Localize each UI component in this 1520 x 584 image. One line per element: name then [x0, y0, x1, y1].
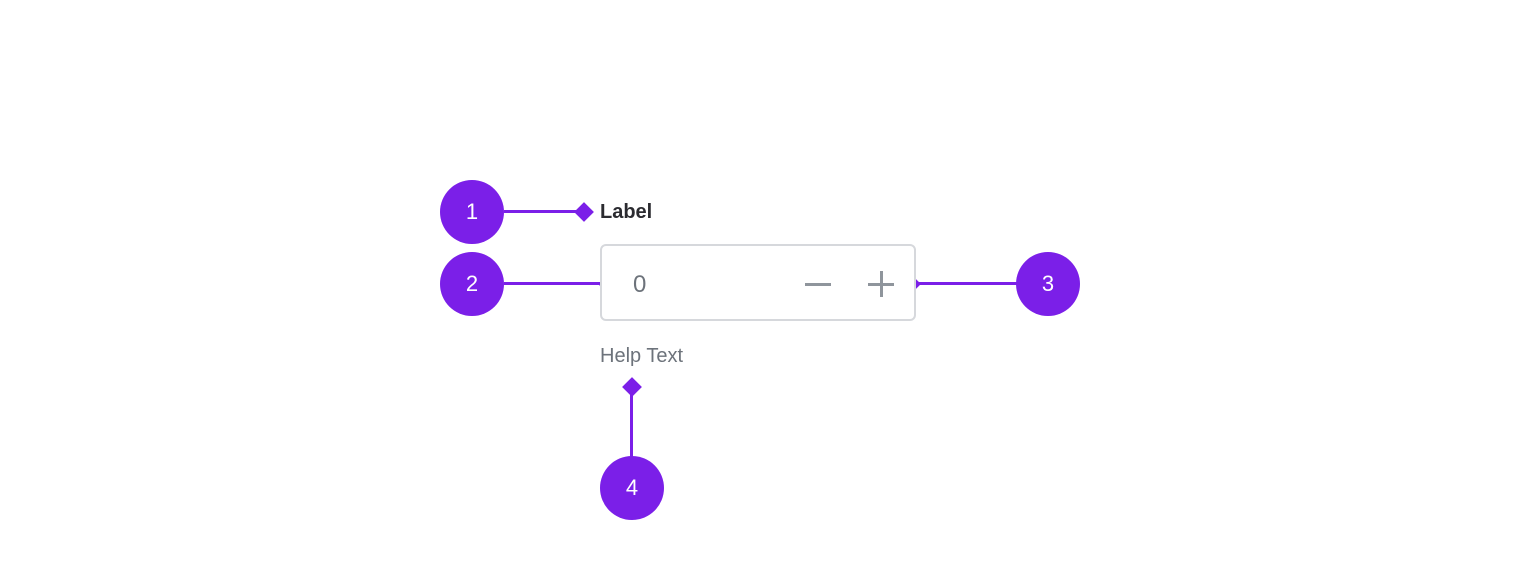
stepper-value-input[interactable] [633, 270, 773, 300]
callout-2-connector [504, 282, 608, 285]
minus-icon [805, 283, 831, 286]
help-text: Help Text [600, 345, 684, 367]
field-label: Label [600, 201, 653, 223]
callout-2-marker: 2 [440, 252, 504, 316]
callout-4-pointer [622, 377, 642, 397]
callout-4-marker: 4 [600, 456, 664, 520]
callout-3-connector [911, 282, 1017, 285]
callout-1-connector [504, 210, 584, 213]
increment-button[interactable] [861, 264, 901, 304]
callout-1-pointer [574, 202, 594, 222]
decrement-button[interactable] [798, 264, 838, 304]
callout-3-marker: 3 [1016, 252, 1080, 316]
callout-4-connector [630, 387, 633, 457]
callout-1-marker: 1 [440, 180, 504, 244]
number-stepper [600, 244, 916, 321]
